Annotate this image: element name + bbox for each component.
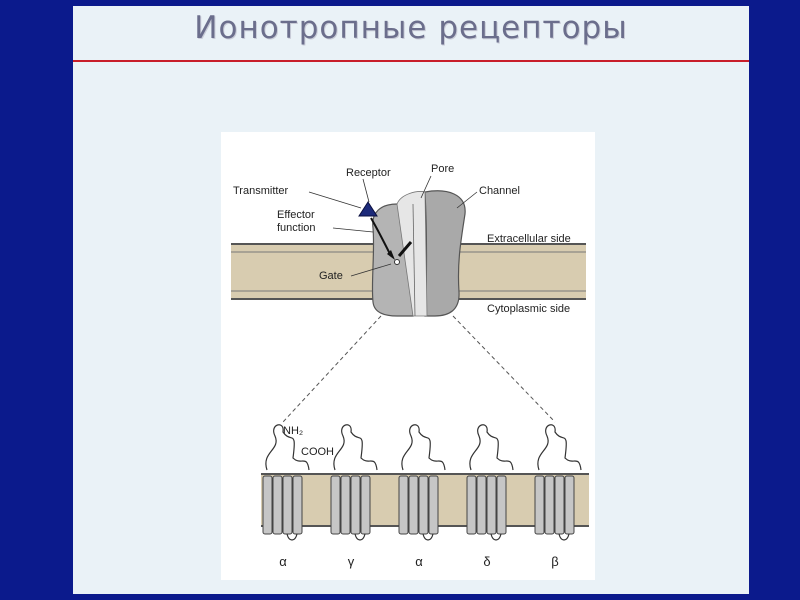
subunit-4: δ [466, 424, 514, 569]
transmitter-label: Transmitter [233, 185, 289, 197]
transmitter-icon [358, 201, 378, 217]
extracellular-side-label: Extracellular side [487, 233, 571, 245]
subunit-3: α [398, 424, 446, 569]
leader-lines [308, 175, 478, 277]
cytoplasmic-side-label: Cytoplasmic side [487, 303, 570, 315]
effector-label-line2: function [277, 222, 316, 234]
gate-bar [397, 241, 413, 257]
slide-title: Ионотропные рецепторы [194, 10, 628, 46]
slide: Ионотропные рецепторы [73, 6, 749, 594]
subunit-label: δ [483, 554, 490, 569]
effector-label: Effector [277, 209, 315, 221]
channel-label: Channel [479, 185, 520, 197]
nh2-label: NH₂ [283, 425, 303, 437]
gate-point [394, 259, 400, 265]
subunit-1: α [262, 424, 310, 569]
channel-protein [371, 190, 466, 317]
subunit-label: α [279, 554, 287, 569]
subunit-label: α [415, 554, 423, 569]
receptor-diagram: Receptor Pore Transmitter Channel Effect… [231, 163, 589, 569]
receptor-label: Receptor [346, 167, 391, 179]
title-divider [73, 60, 749, 62]
subunit-5: β [534, 424, 582, 569]
receptor-figure: Receptor Pore Transmitter Channel Effect… [221, 132, 595, 580]
gate-label: Gate [319, 270, 343, 282]
subunit-label: γ [348, 554, 355, 569]
subunit-2: γ [330, 424, 378, 569]
pore-label: Pore [431, 163, 454, 175]
zoom-line-right [452, 315, 556, 423]
subunit-label: β [551, 554, 558, 569]
cooh-label: COOH [301, 446, 334, 458]
zoom-line-left [282, 315, 382, 423]
